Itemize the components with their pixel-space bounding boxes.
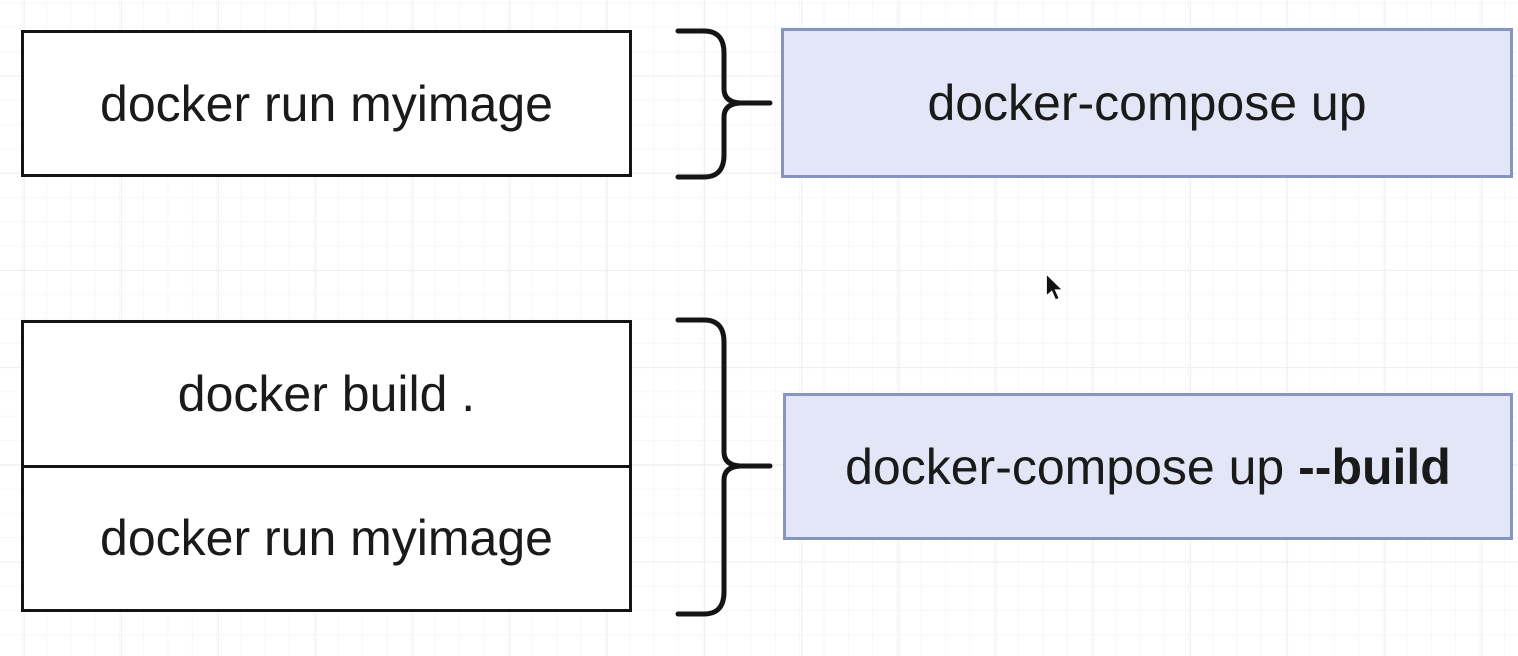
- docker-run-box-2[interactable]: docker run myimage: [24, 468, 629, 610]
- compose-up-build-box[interactable]: docker-compose up --build: [783, 393, 1513, 540]
- curly-brace-icon[interactable]: [670, 25, 776, 183]
- docker-run-label: docker run myimage: [100, 75, 553, 132]
- compose-up-build-normal-text: docker-compose up: [845, 438, 1299, 495]
- compose-build-flag-text: --build: [1298, 438, 1451, 495]
- compose-up-box[interactable]: docker-compose up: [781, 28, 1513, 178]
- docker-run-label-2: docker run myimage: [100, 510, 553, 567]
- compose-up-label: docker-compose up: [927, 75, 1367, 131]
- docker-run-box[interactable]: docker run myimage: [21, 30, 632, 177]
- docker-build-run-stack[interactable]: docker build . docker run myimage: [21, 320, 632, 612]
- docker-build-label: docker build .: [177, 365, 476, 422]
- docker-build-box[interactable]: docker build .: [24, 323, 629, 468]
- curly-brace-icon[interactable]: [670, 314, 776, 620]
- compose-up-build-label: docker-compose up --build: [845, 442, 1451, 492]
- mouse-pointer-icon: [1046, 274, 1064, 301]
